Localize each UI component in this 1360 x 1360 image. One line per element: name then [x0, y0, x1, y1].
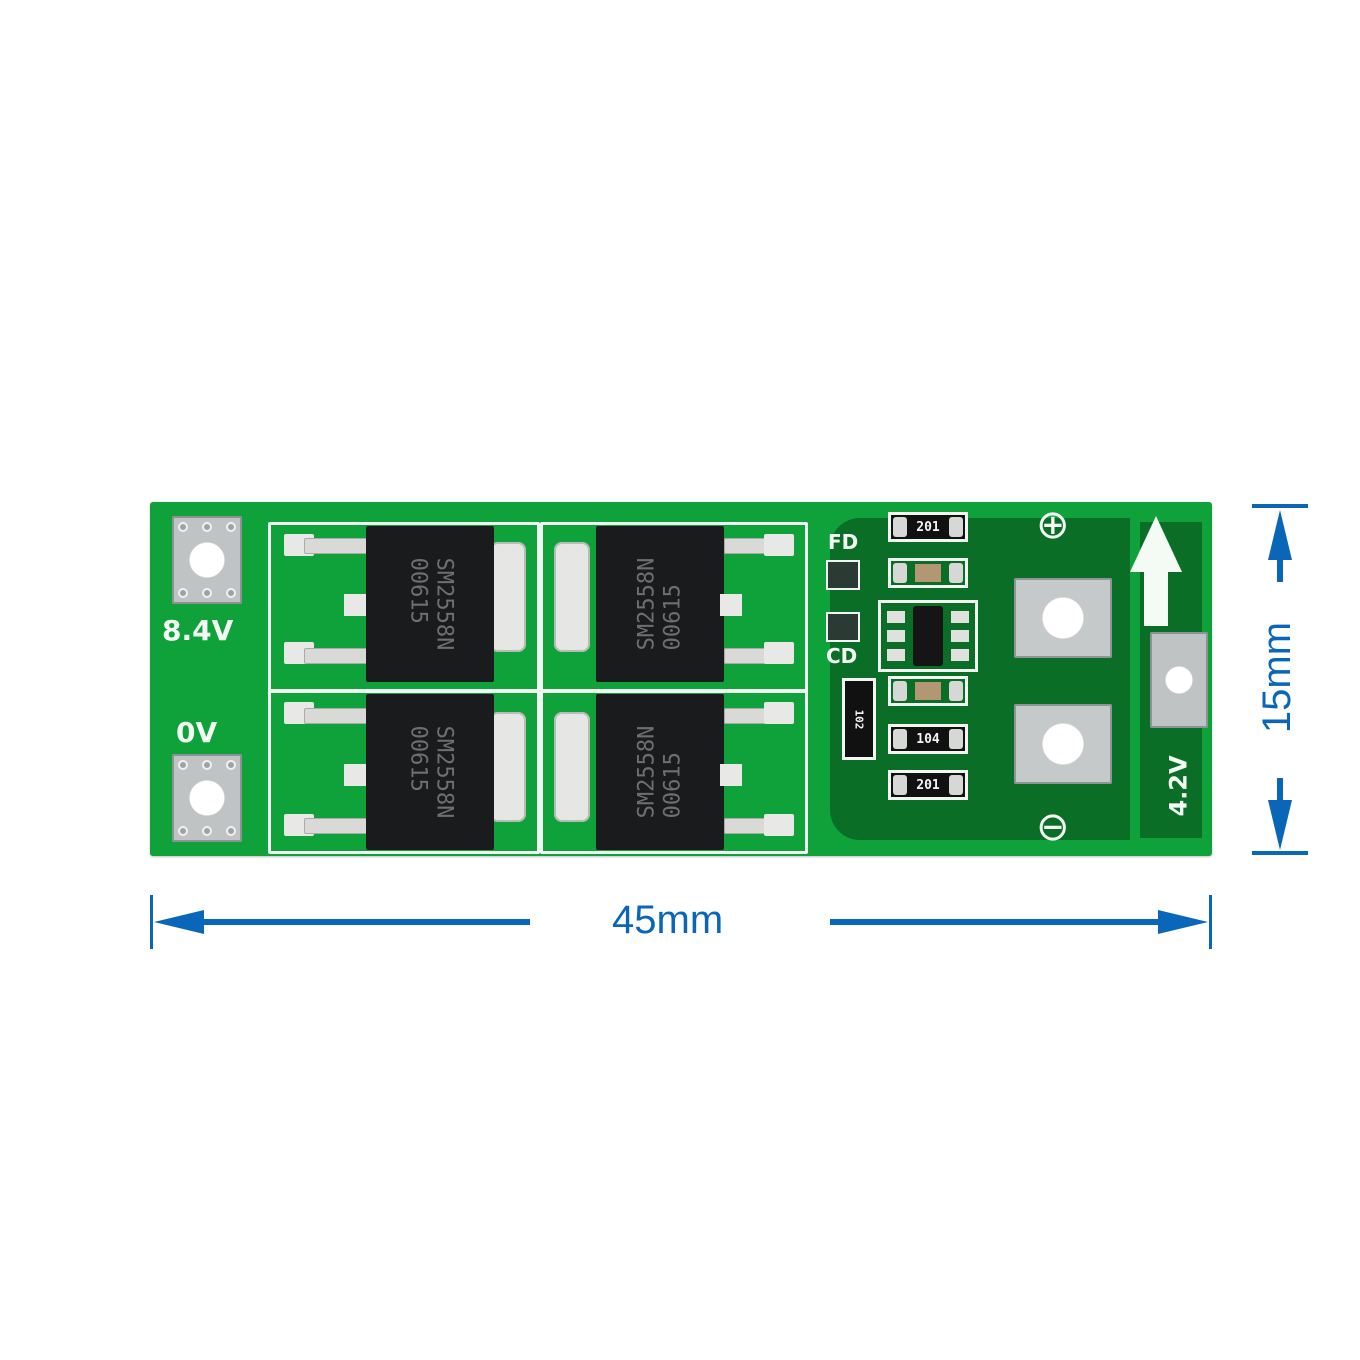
arrow-right-icon: [1158, 910, 1208, 934]
height-dim-line-bottom: [1277, 778, 1283, 802]
led-fd-pad: [826, 560, 860, 590]
mosfet-2: SM2558N 00615: [596, 526, 724, 682]
mosfet-tab: [490, 712, 526, 822]
width-dim-tick-left: [150, 895, 153, 949]
pad-0v: [172, 754, 242, 842]
mosfet-tab: [490, 542, 526, 652]
capacitor-top: [888, 558, 968, 588]
width-label: 45mm: [612, 898, 724, 942]
pad-battery-negative: [1014, 704, 1112, 784]
pcb-board: 8.4V 0V SM2558N 00615 SM2558N 00615 SM25…: [150, 502, 1212, 856]
resistor-201-bottom: 201: [888, 770, 968, 800]
pad-battery-positive: [1014, 578, 1112, 658]
plus-symbol: ⊕: [1036, 502, 1070, 548]
protection-ic: [878, 600, 978, 672]
pad-4-2v: [1150, 632, 1208, 728]
label-fd: FD: [828, 530, 859, 554]
mosfet-tab: [554, 542, 590, 652]
resistor-102: 102: [842, 678, 876, 760]
arrow-left-icon: [154, 910, 204, 934]
arrow-up-stem: [1144, 570, 1168, 626]
arrow-down-dim-icon: [1268, 800, 1292, 850]
width-dim-line-left: [200, 919, 530, 925]
arrow-up-icon: [1130, 516, 1182, 572]
label-cd: CD: [826, 644, 858, 668]
mosfet-frame-4: [540, 690, 808, 854]
minus-symbol: ⊖: [1036, 804, 1070, 850]
pad-8-4v: [172, 516, 242, 604]
mosfet-3: SM2558N 00615: [366, 694, 494, 850]
led-cd-pad: [826, 612, 860, 642]
resistor-201-top: 201: [888, 512, 968, 542]
arrow-up-dim-icon: [1268, 510, 1292, 560]
width-dim-line-right: [830, 919, 1160, 925]
label-8-4v: 8.4V: [162, 614, 234, 647]
height-label: 15mm: [1255, 621, 1300, 734]
label-0v: 0V: [176, 716, 218, 749]
capacitor-bottom: [888, 676, 968, 706]
mosfet-4: SM2558N 00615: [596, 694, 724, 850]
height-dim-line-top: [1277, 558, 1283, 582]
mosfet-tab: [554, 712, 590, 822]
mosfet-frame-3: [268, 690, 540, 854]
width-dim-tick-right: [1209, 895, 1212, 949]
resistor-104: 104: [888, 724, 968, 754]
height-dim-tick-top: [1252, 504, 1308, 508]
mosfet-1: SM2558N 00615: [366, 526, 494, 682]
height-dim-tick-bottom: [1252, 851, 1308, 855]
copper-pour-right: [830, 518, 1130, 840]
label-4-2v: 4.2V: [1164, 755, 1193, 817]
